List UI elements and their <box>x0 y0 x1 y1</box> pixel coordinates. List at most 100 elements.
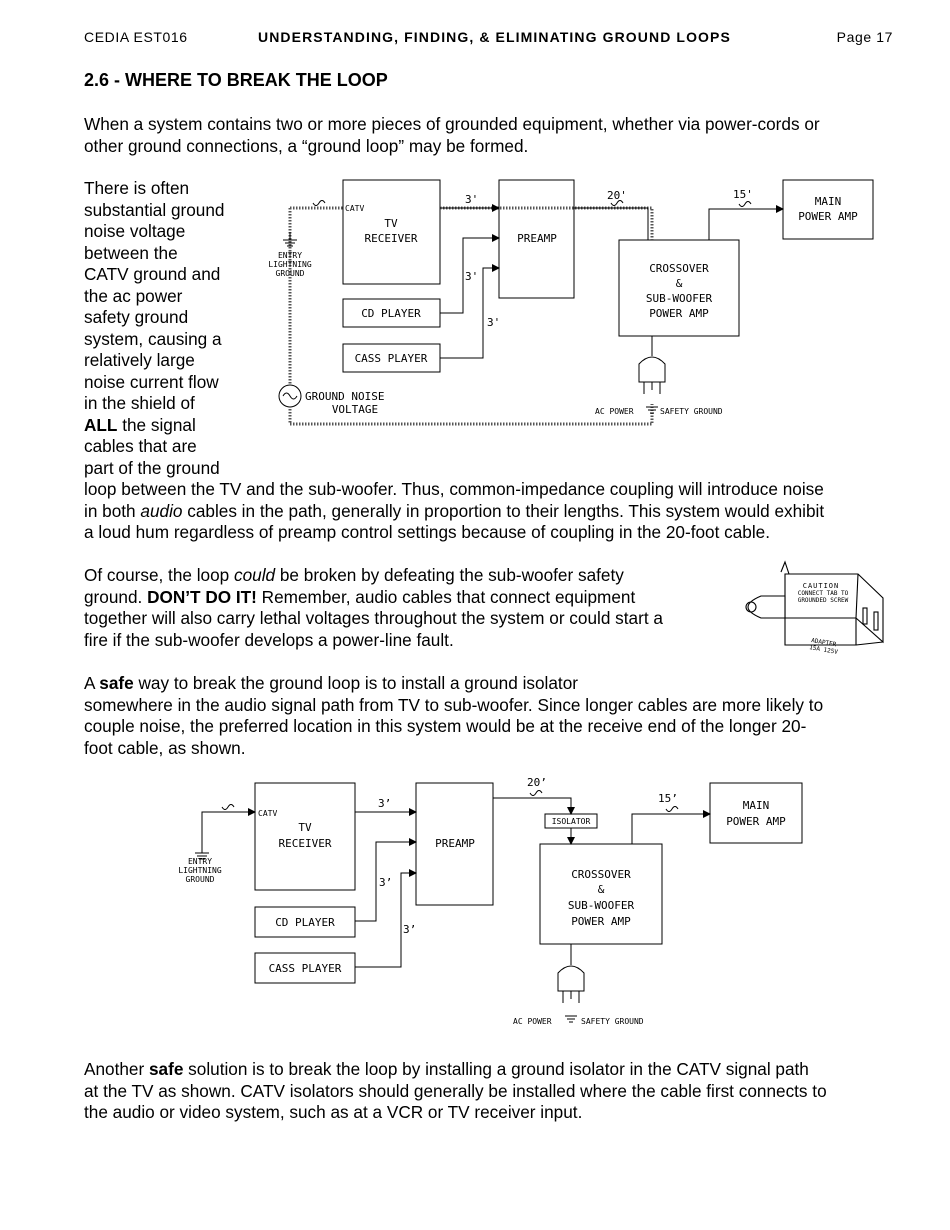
section-title: 2.6 - WHERE TO BREAK THE LOOP <box>84 70 388 90</box>
entry-ground-label: ENTRY <box>278 251 302 260</box>
main-amp-label: MAIN <box>815 195 842 208</box>
crossover-label: CROSSOVER <box>571 868 631 881</box>
text-line: ALL the signal <box>84 415 244 437</box>
text-line: Another safe solution is to break the lo… <box>84 1059 914 1081</box>
power-plug-icon <box>557 944 585 992</box>
text-line: somewhere in the audio signal path from … <box>84 694 824 715</box>
text-line: loop between the TV and the sub-woofer. … <box>84 479 824 499</box>
crossover-label: & <box>598 883 605 896</box>
text-fragment: solution is to break the loop by install… <box>183 1059 809 1079</box>
ground-loop-diagram: CATV TV RECEIVER PREAMP CD PLAYER CASS P… <box>268 179 874 426</box>
paragraph-ground-noise-continued: loop between the TV and the sub-woofer. … <box>84 479 904 544</box>
cd-player-box <box>254 906 356 938</box>
text-line: couple noise, the preferred location in … <box>84 716 807 736</box>
text-line: system, causing a <box>84 328 222 349</box>
ground-adapter-illustration: CAUTION CONNECT TAB TO GROUNDED SCREW AD… <box>745 560 884 656</box>
cable-length-label: 3' <box>465 193 478 206</box>
emphasis-could: could <box>234 565 276 585</box>
catv-label: CATV <box>345 204 364 213</box>
text-line: safety ground <box>84 307 189 327</box>
cable-length-label: 3’ <box>403 923 416 936</box>
cable-length-label: 3' <box>487 316 500 329</box>
entry-ground-label: LIGHTNING <box>268 260 312 269</box>
text-line: together will also carry lethal voltages… <box>84 608 663 628</box>
entry-ground-label: LIGHTNING <box>178 866 222 875</box>
tv-receiver-label: TV <box>298 821 312 834</box>
preamp-label: PREAMP <box>435 837 475 850</box>
emphasis-safe: safe <box>148 1059 184 1079</box>
header-doc-id: CEDIA EST016 <box>84 29 188 45</box>
cd-player-label: CD PLAYER <box>361 307 421 320</box>
crossover-label: POWER AMP <box>571 915 631 928</box>
text-fragment: ground. <box>84 586 148 607</box>
cable-length-label: 20' <box>607 189 627 202</box>
cable-length-label: 3’ <box>378 797 391 810</box>
text-line: part of the ground <box>84 457 220 478</box>
ac-power-label: AC POWER <box>595 407 634 416</box>
power-plug-icon <box>638 336 666 383</box>
caution-label: GROUNDED SCREW <box>798 597 849 604</box>
text-line: noise current flow <box>84 371 219 392</box>
text-fragment: A <box>84 673 100 693</box>
emphasis-all: ALL <box>84 414 118 435</box>
tv-receiver-box <box>342 179 441 285</box>
text-line: When a system contains two or more piece… <box>84 114 820 134</box>
tv-receiver-label: RECEIVER <box>279 837 332 850</box>
caution-label: CONNECT TAB TO <box>798 590 849 597</box>
safety-ground-label: SAFETY GROUND <box>581 1017 644 1026</box>
main-power-amp-box <box>709 782 803 844</box>
ground-noise-label: VOLTAGE <box>332 403 378 416</box>
text-line: cables that are <box>84 436 197 456</box>
entry-ground-label: ENTRY <box>188 857 212 866</box>
preamp-label: PREAMP <box>517 232 557 245</box>
text-line: at the TV as shown. CATV isolators shoul… <box>84 1080 827 1101</box>
cable-length-label: 15' <box>733 188 753 201</box>
text-line: in both audio cables in the path, genera… <box>84 501 904 523</box>
entry-ground-label: GROUND <box>186 875 215 884</box>
paragraph-intro: When a system contains two or more piece… <box>84 114 904 157</box>
catv-label: CATV <box>258 809 277 818</box>
text-fragment: the signal <box>117 414 196 435</box>
tv-receiver-label: RECEIVER <box>365 232 418 245</box>
paragraph-catv-isolator: Another safe solution is to break the lo… <box>84 1059 914 1124</box>
main-amp-label: POWER AMP <box>798 210 858 223</box>
main-amp-label: POWER AMP <box>726 815 786 828</box>
text-line: A safe way to break the ground loop is t… <box>84 673 904 695</box>
entry-ground-label: GROUND <box>276 269 305 278</box>
emphasis-audio: audio <box>140 500 183 521</box>
crossover-box <box>618 239 740 337</box>
text-line: foot cable, as shown. <box>84 737 246 758</box>
text-fragment: cables in the path, generally in proport… <box>182 500 825 521</box>
main-amp-label: MAIN <box>743 799 770 812</box>
cable-length-label: 3’ <box>379 876 392 889</box>
crossover-label: POWER AMP <box>649 307 709 320</box>
paragraph-dont-do-it: Of course, the loop could be broken by d… <box>84 565 724 651</box>
safety-ground-label: SAFETY GROUND <box>660 407 723 416</box>
cass-player-label: CASS PLAYER <box>355 352 428 365</box>
text-line: substantial ground <box>84 199 225 220</box>
header-page-number: Page 17 <box>836 29 893 45</box>
tv-receiver-box <box>254 782 356 891</box>
cd-player-label: CD PLAYER <box>275 916 335 929</box>
ac-power-label: AC POWER <box>513 1017 552 1026</box>
paragraph-safe-isolator: A safe way to break the ground loop is t… <box>84 673 904 759</box>
crossover-label: CROSSOVER <box>649 262 709 275</box>
ground-noise-label: GROUND NOISE <box>305 390 384 403</box>
adapter-label: 15A 125V <box>809 644 839 656</box>
tv-receiver-label: TV <box>384 217 398 230</box>
text-line: There is often <box>84 178 190 198</box>
text-line: noise voltage <box>84 221 186 241</box>
emphasis-safe: safe <box>99 673 134 693</box>
text-line: other ground connections, a “ground loop… <box>84 135 529 156</box>
cass-player-box <box>254 952 356 984</box>
adapter-label: ADAPTER <box>811 637 837 648</box>
isolator-diagram: CATV TV RECEIVER PREAMP CD PLAYER CASS P… <box>178 776 803 1026</box>
crossover-label: SUB-WOOFER <box>568 899 635 912</box>
text-line: a loud hum regardless of preamp control … <box>84 522 771 542</box>
text-fragment: way to break the ground loop is to insta… <box>133 673 578 693</box>
cable-length-label: 15’ <box>658 792 678 805</box>
text-line: Of course, the loop could be broken by d… <box>84 565 724 587</box>
emphasis-warning: DON’T DO IT! <box>147 586 257 607</box>
text-line: relatively large <box>84 350 195 370</box>
caution-label: CAUTION <box>803 582 840 590</box>
